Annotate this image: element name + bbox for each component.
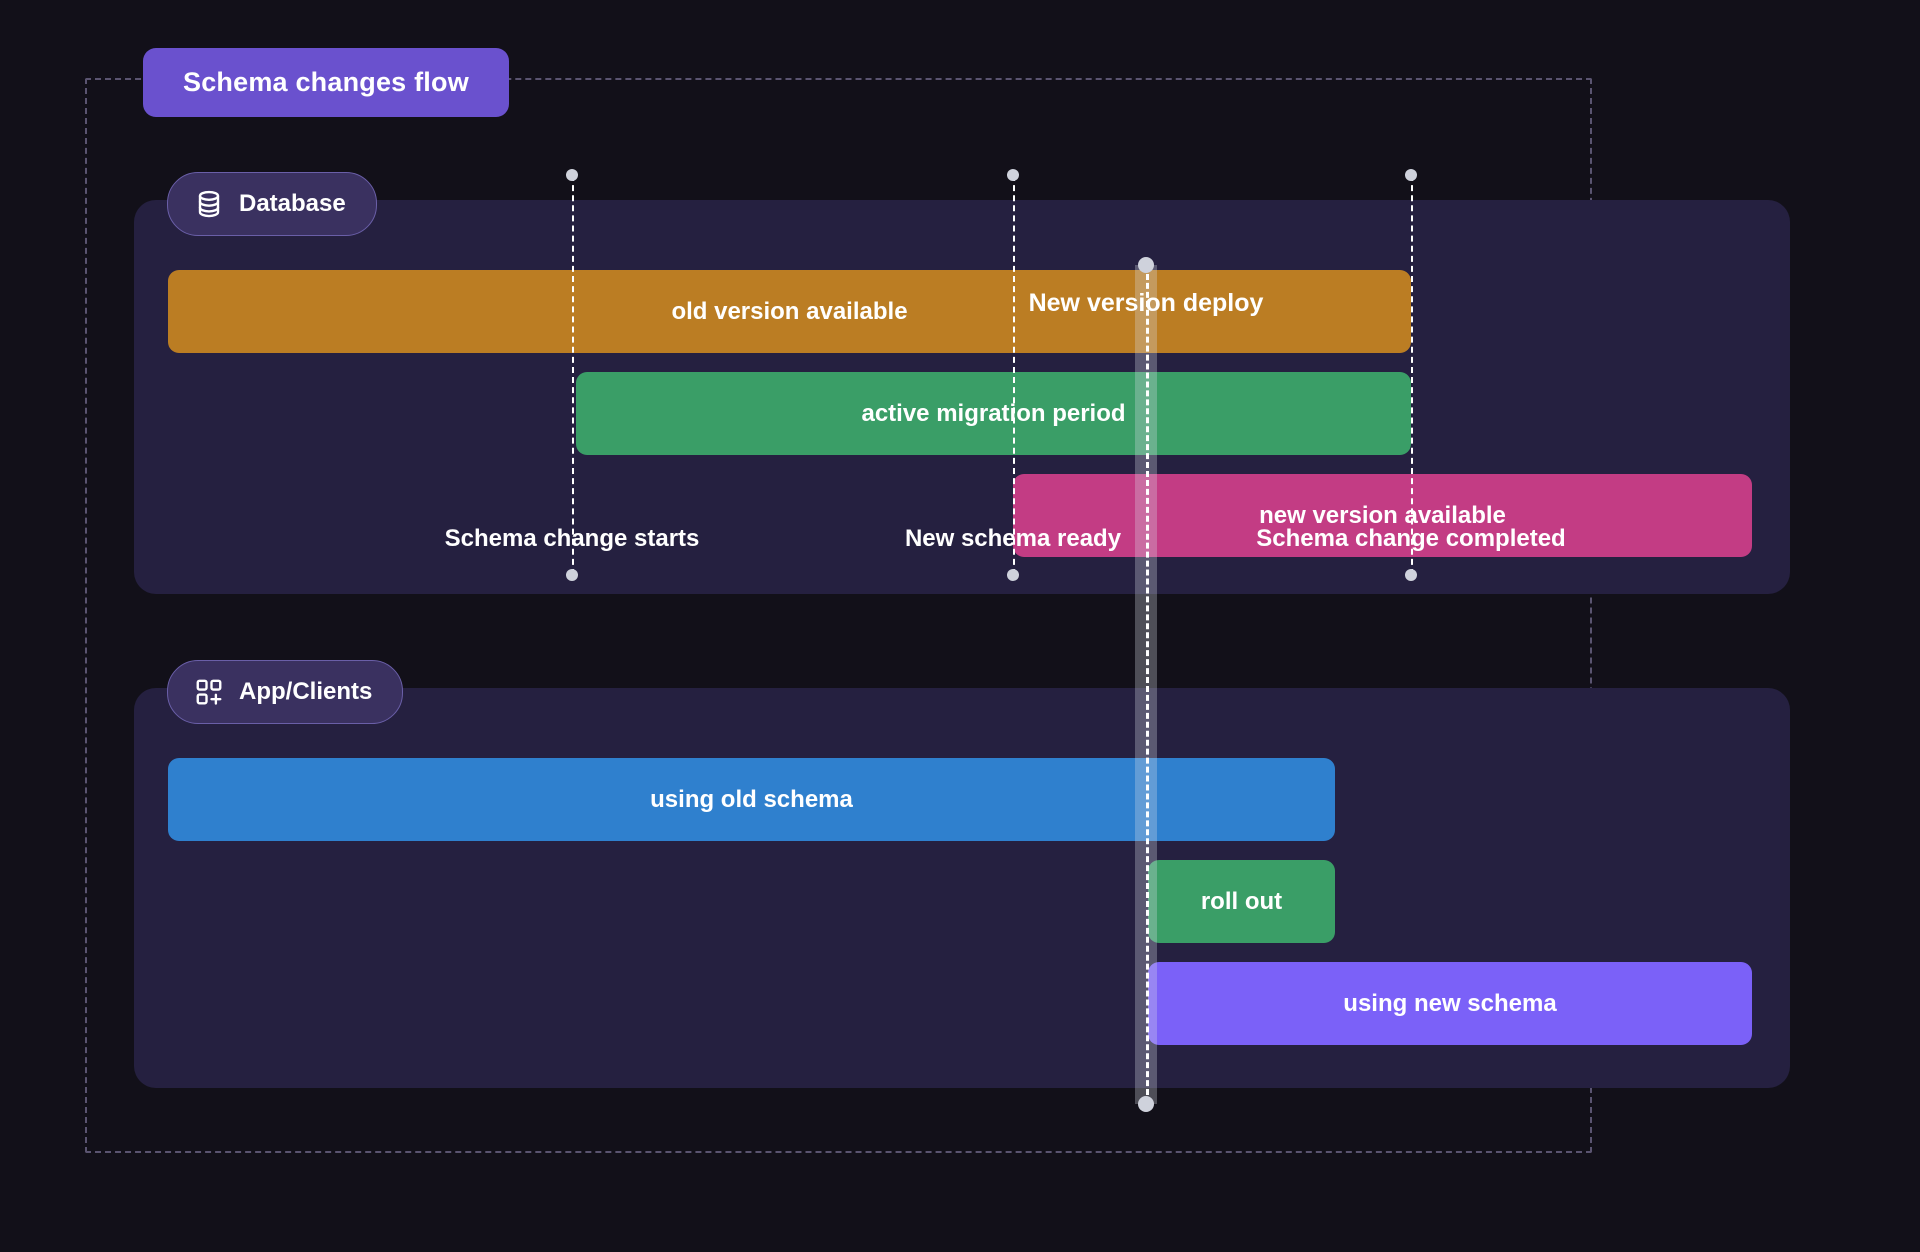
- bar-label: using old schema: [650, 785, 853, 813]
- bar-using-old-schema[interactable]: using old schema: [168, 758, 1335, 841]
- bar-old-version-available[interactable]: old version available: [168, 270, 1411, 353]
- deploy-dot-bottom: [1138, 1096, 1154, 1112]
- milestone-dot-bottom: [566, 569, 578, 581]
- milestone-line: [1013, 175, 1015, 575]
- milestone-line: [572, 175, 574, 575]
- lane-header-app-clients[interactable]: App/Clients: [167, 660, 404, 724]
- bar-active-migration-period[interactable]: active migration period: [576, 372, 1411, 455]
- milestone-label: New schema ready: [904, 525, 1122, 552]
- milestone-label: Schema change completed: [1256, 525, 1566, 552]
- milestone-line: [1411, 175, 1413, 575]
- bar-label: using new schema: [1343, 989, 1557, 1017]
- deploy-label: New version deploy: [1028, 289, 1264, 317]
- bar-label: old version available: [671, 297, 908, 325]
- deploy-dot-top: [1138, 257, 1154, 273]
- diagram-frame: [85, 78, 1592, 1153]
- milestone-dot-top: [1007, 169, 1019, 181]
- milestone-dot-bottom: [1007, 569, 1019, 581]
- milestone-dot-top: [1405, 169, 1417, 181]
- database-icon: [194, 189, 224, 219]
- milestone-label: Schema change starts: [444, 525, 700, 552]
- deploy-line: [1146, 265, 1149, 1104]
- bar-label: roll out: [1200, 887, 1283, 915]
- bar-using-new-schema[interactable]: using new schema: [1148, 962, 1752, 1045]
- diagram-title: Schema changes flow: [143, 48, 509, 117]
- lane-label-database: Database: [239, 190, 346, 217]
- grid-plus-icon: [194, 677, 224, 707]
- bar-label: new version available: [1259, 501, 1506, 529]
- milestone-dot-top: [566, 169, 578, 181]
- lane-label-app-clients: App/Clients: [239, 678, 373, 705]
- bar-label: active migration period: [861, 399, 1126, 427]
- bar-roll-out[interactable]: roll out: [1148, 860, 1335, 943]
- bar-new-version-available[interactable]: new version available: [1013, 474, 1752, 557]
- lane-header-database[interactable]: Database: [167, 172, 377, 236]
- milestone-dot-bottom: [1405, 569, 1417, 581]
